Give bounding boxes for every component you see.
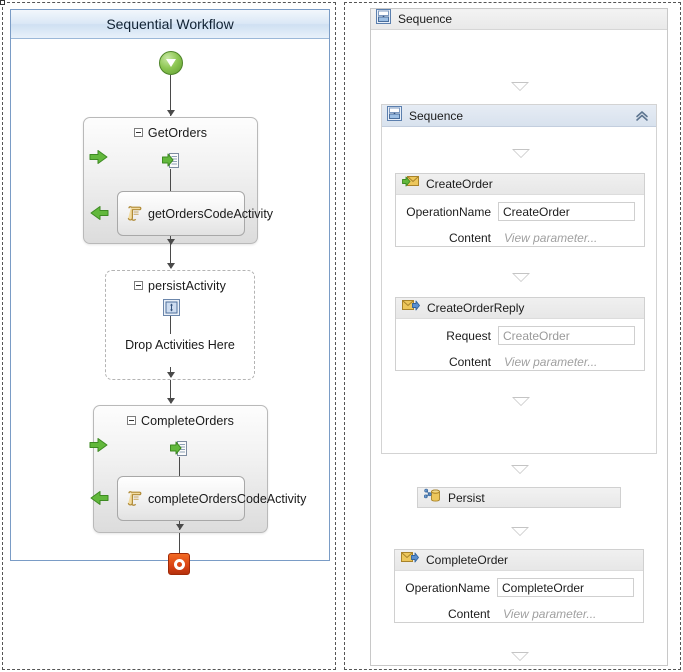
connector-line [170,316,171,334]
field-label: OperationName [405,580,490,595]
activity-createorderreply[interactable]: CreateOrderReply Request CreateOrder Con… [395,297,645,371]
connector-arrowhead [167,372,175,378]
green-right-arrow-icon [89,149,109,165]
activity-persistactivity-header: persistActivity [106,271,254,293]
receive-list-icon [162,152,180,169]
field-row: OperationName CreateOrder [400,202,635,221]
collapse-expander-icon[interactable] [134,281,144,291]
field-label: Content [448,354,491,369]
connector-arrowhead [167,263,175,269]
start-arrow-glyph [166,58,176,67]
sequential-workflow-designer[interactable]: Sequential Workflow GetOrders [10,9,330,575]
activity-createorder-title: CreateOrder [426,177,493,191]
activity-completeorders-header: CompleteOrders [94,406,267,428]
stop-node-icon[interactable] [168,553,190,575]
field-label: Request [446,328,491,343]
selection-handle[interactable] [0,0,5,5]
activity-createorder-header: CreateOrder [396,174,644,195]
triangle-down-icon[interactable] [511,82,529,91]
triangle-down-icon[interactable] [512,397,530,406]
triangle-down-icon[interactable] [511,652,529,661]
green-left-arrow-icon [89,205,109,221]
content-view-parameter-link[interactable]: View parameter... [504,355,598,369]
inner-sequence[interactable]: Sequence [381,104,657,454]
triangle-down-icon[interactable] [512,273,530,282]
field-row: Content View parameter... [400,352,635,371]
workflow-canvas[interactable]: GetOrders [11,39,329,575]
send-reply-envelope-icon [401,551,419,569]
receive-list-icon [170,440,188,457]
activity-completeorder-header: CompleteOrder [395,550,643,571]
content-view-parameter-link[interactable]: View parameter... [503,607,597,621]
connector-line [179,533,180,553]
activity-persist-title: Persist [448,490,485,505]
drop-activities-hint: Drop Activities Here [125,338,235,352]
activity-completeorder[interactable]: CompleteOrder OperationName CompleteOrde… [394,549,644,623]
code-scroll-icon [126,205,144,223]
send-reply-envelope-icon [402,299,420,317]
sequence-icon [387,105,402,126]
connector-arrowhead [167,239,175,245]
content-view-parameter-link[interactable]: View parameter... [504,231,598,245]
green-left-arrow-icon [89,490,109,506]
field-label: Content [448,230,491,245]
field-row: Content View parameter... [399,604,634,623]
persist-database-icon [423,488,441,508]
field-label: OperationName [406,204,491,219]
activity-getorderscodeactivity-label: getOrdersCodeActivity [148,206,274,221]
activity-completeorder-title: CompleteOrder [426,553,509,567]
connector-line [170,380,171,403]
field-row: OperationName CompleteOrder [399,578,634,597]
operationname-input[interactable]: CreateOrder [498,202,635,221]
right-selection-frame [344,2,681,670]
persist-blue-icon [163,299,180,316]
request-input[interactable]: CreateOrder [498,326,635,345]
chevron-up-double-icon[interactable] [634,108,650,124]
green-right-arrow-icon [89,437,109,453]
connector-line [179,457,180,479]
outer-sequence-header[interactable]: Sequence [371,9,667,30]
activity-persistactivity-label: persistActivity [148,279,226,293]
activity-persist[interactable]: Persist [417,487,621,508]
field-row: Content View parameter... [400,228,635,247]
sequence-icon [376,9,391,29]
activity-completeorderscodeactivity[interactable]: completeOrdersCodeActivity [117,476,306,521]
field-label: Content [447,606,490,621]
activity-completeorders-label: CompleteOrders [140,414,235,428]
field-row: Request CreateOrder [400,326,635,345]
collapse-expander-icon[interactable] [126,416,136,426]
activity-createorder[interactable]: CreateOrder OperationName CreateOrder Co… [395,173,645,247]
triangle-down-icon[interactable] [511,465,529,474]
connector-line [170,75,171,116]
sequence-designer[interactable]: Sequence Sequence [370,8,668,666]
connector-line [170,169,171,191]
activity-getorders-header: GetOrders [84,118,257,140]
page-title: Sequential Workflow [11,10,329,39]
connector-line [170,244,171,268]
activity-createorderreply-header: CreateOrderReply [396,298,644,319]
collapse-expander-icon[interactable] [133,128,143,138]
stop-ring-glyph [173,558,185,570]
activity-createorder-fields: OperationName CreateOrder Content View p… [396,195,644,255]
activity-getorderscodeactivity[interactable]: getOrdersCodeActivity [117,191,273,236]
activity-completeorder-fields: OperationName CompleteOrder Content View… [395,571,643,631]
activity-persistactivity[interactable]: persistActivity [105,270,255,380]
connector-arrowhead [176,524,184,530]
connector-arrowhead [167,398,175,404]
inner-sequence-header[interactable]: Sequence [382,105,656,127]
receive-envelope-icon [402,175,419,193]
triangle-down-icon[interactable] [511,527,529,536]
inner-sequence-title: Sequence [409,108,464,123]
connector-arrowhead [167,110,175,116]
triangle-down-icon[interactable] [512,149,530,158]
activity-createorderreply-title: CreateOrderReply [427,301,525,315]
activity-completeorderscodeactivity-label: completeOrdersCodeActivity [148,491,307,506]
left-selection-frame [0,0,336,670]
code-scroll-icon [126,490,144,508]
start-node-icon[interactable] [159,51,183,75]
activity-getorders-label: GetOrders [147,126,208,140]
operationname-input[interactable]: CompleteOrder [497,578,634,597]
outer-sequence-title: Sequence [398,12,453,26]
activity-createorderreply-fields: Request CreateOrder Content View paramet… [396,319,644,379]
